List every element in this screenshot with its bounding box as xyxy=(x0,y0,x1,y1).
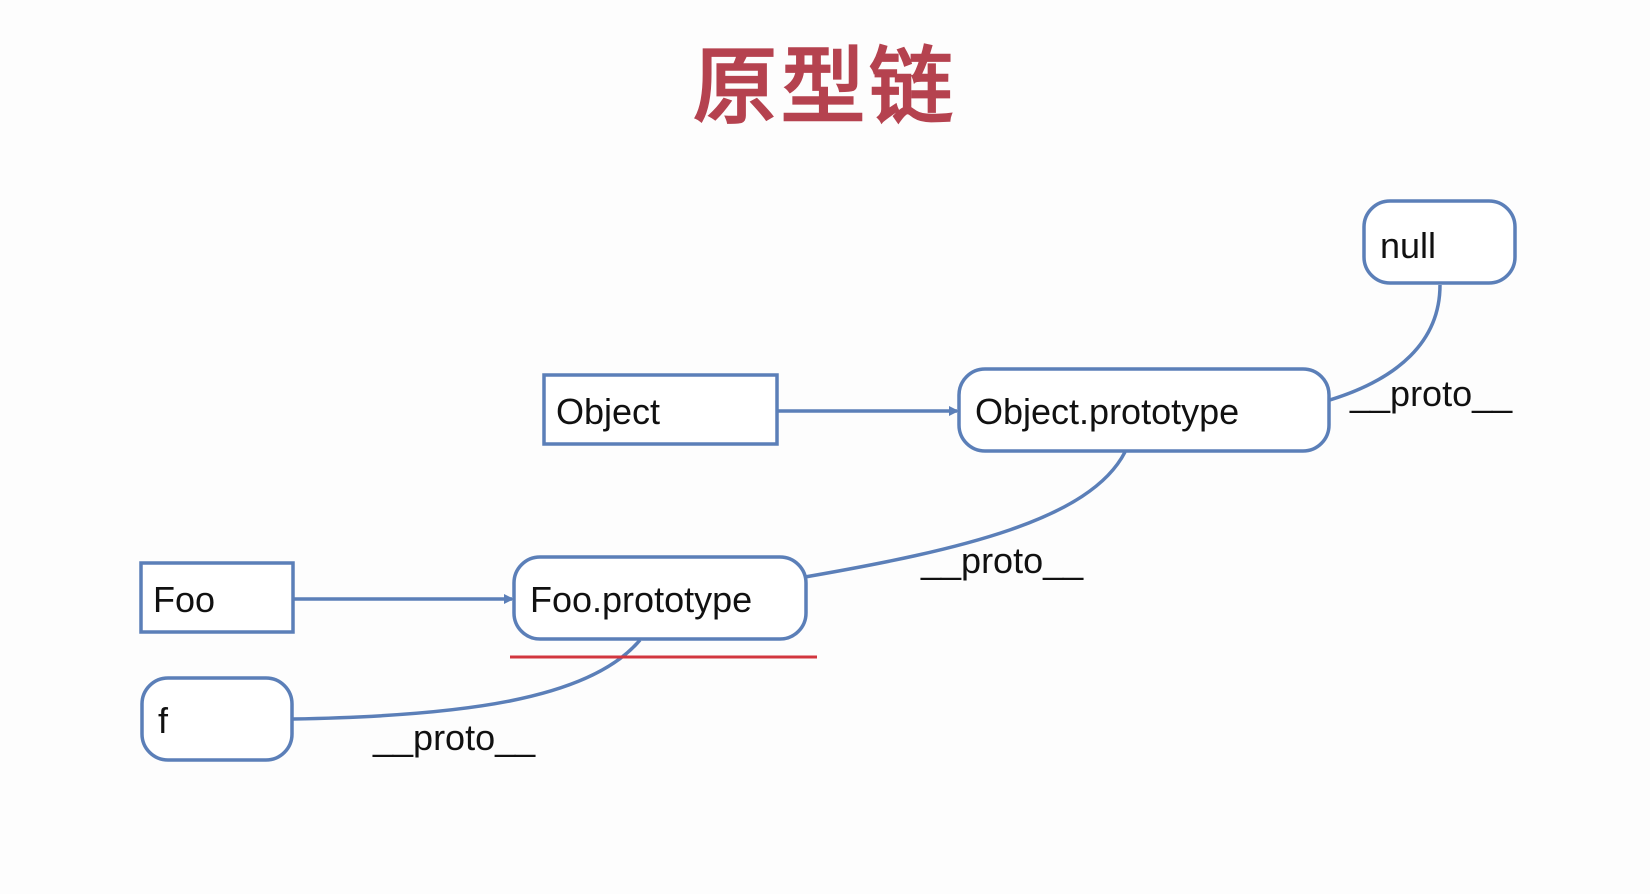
edge-object-prototype-to-null xyxy=(1322,284,1442,404)
node-foo-label: Foo xyxy=(153,579,215,620)
node-f xyxy=(140,676,294,762)
edge-f-to-foo-prototype xyxy=(292,638,642,721)
node-null-label: null xyxy=(1380,225,1436,266)
node-object-label: Object xyxy=(556,391,660,432)
edge-label-object-prototype-proto: __proto__ xyxy=(920,540,1084,581)
node-foo-prototype xyxy=(512,555,808,641)
node-f-label: f xyxy=(158,700,169,741)
page-title: 原型链 xyxy=(692,38,957,136)
node-foo xyxy=(139,561,295,634)
node-object xyxy=(542,373,779,446)
edge-label-f-proto: __proto__ xyxy=(372,717,536,758)
node-object-prototype-label: Object.prototype xyxy=(975,391,1239,432)
node-null xyxy=(1362,199,1517,285)
node-object-prototype xyxy=(957,367,1331,453)
edge-label-null-proto: __proto__ xyxy=(1349,373,1513,414)
edge-foo-prototype-to-object-prototype xyxy=(804,451,1127,579)
node-foo-prototype-label: Foo.prototype xyxy=(530,579,752,620)
